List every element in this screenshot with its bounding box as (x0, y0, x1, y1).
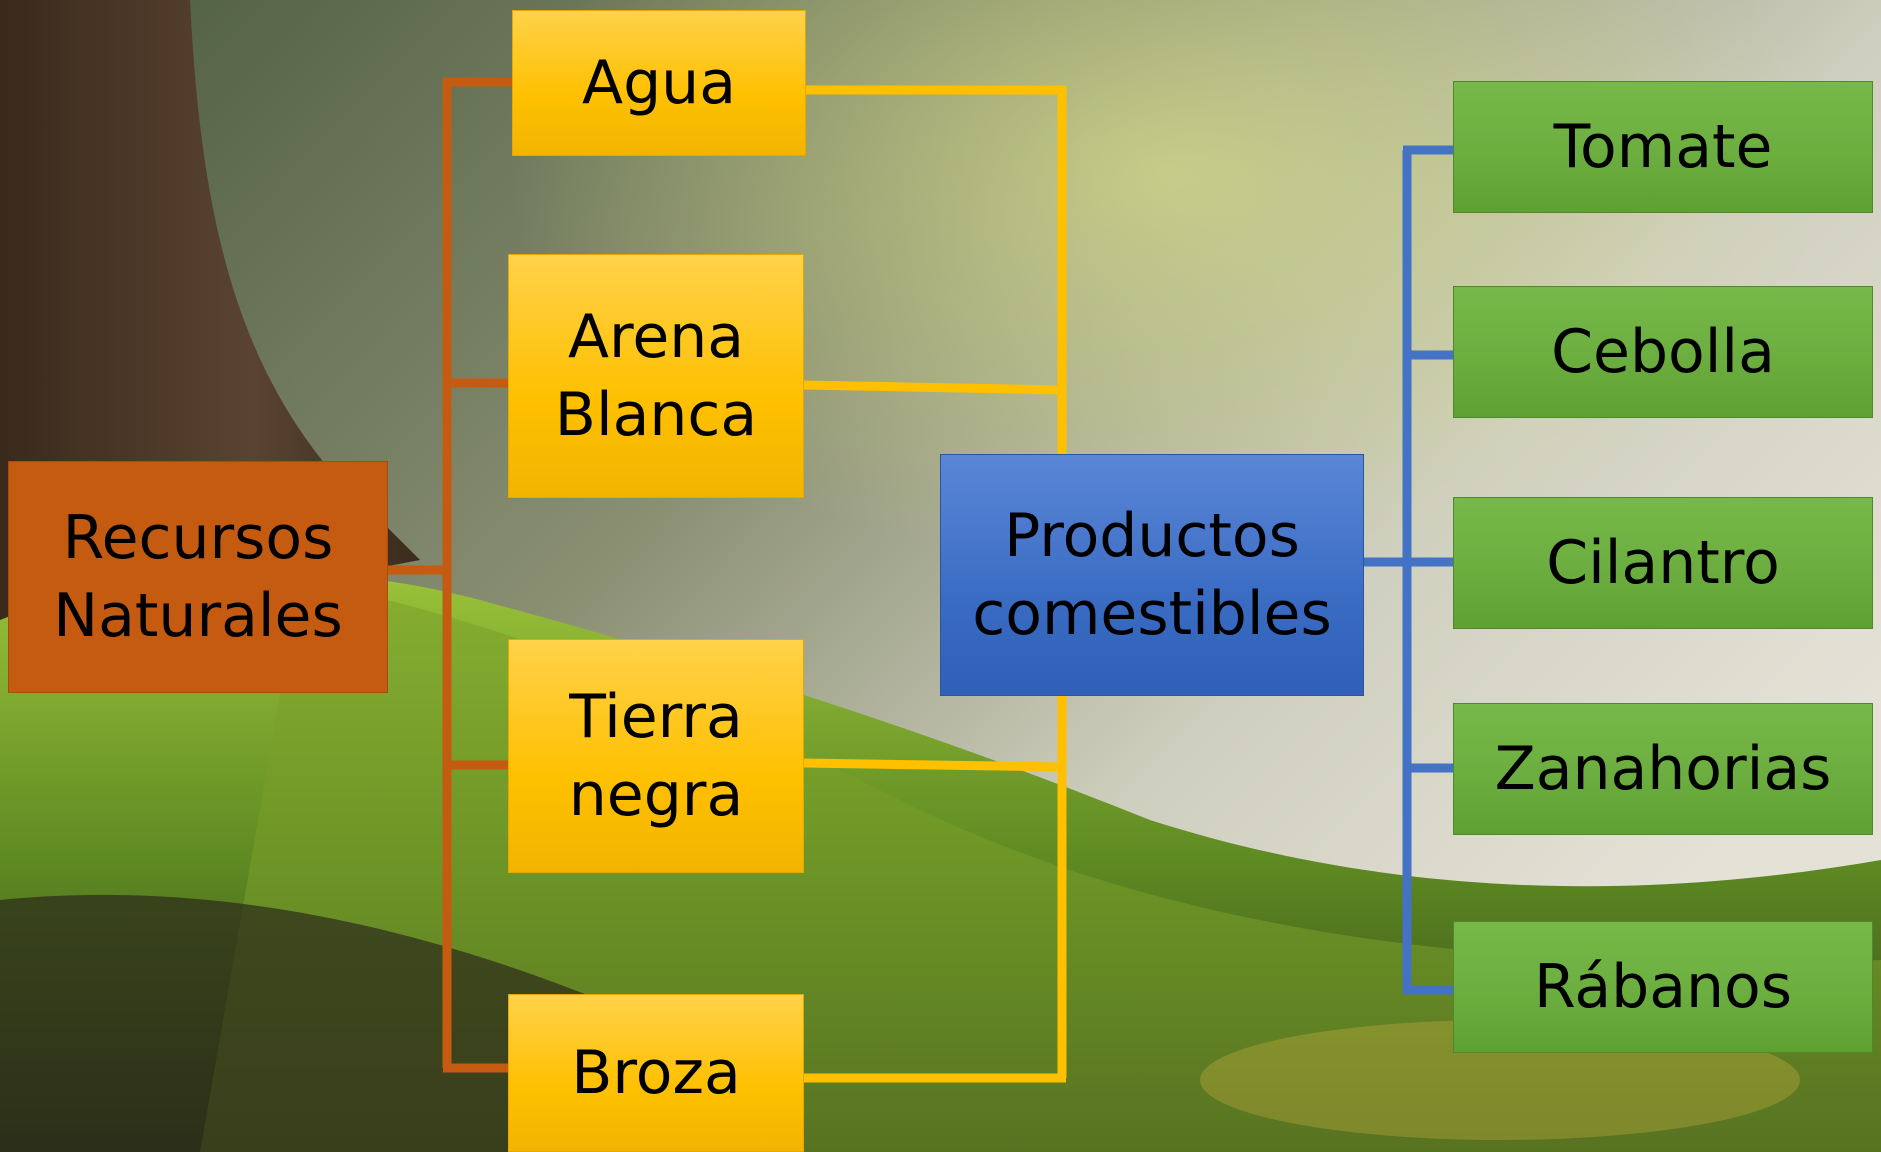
resource-node-label: Agua (582, 48, 736, 118)
resource-node-label: Broza (571, 1038, 741, 1108)
resource-node-label: Tierra negra (568, 682, 744, 830)
products-node-productos-comestibles: Productos comestibles (940, 454, 1364, 696)
item-node-rabanos: Rábanos (1453, 921, 1873, 1053)
item-node-label: Zanahorias (1494, 734, 1832, 804)
item-node-cebolla: Cebolla (1453, 286, 1873, 418)
root-connector (388, 77, 512, 1073)
item-node-label: Cebolla (1551, 317, 1775, 387)
item-node-tomate: Tomate (1453, 81, 1873, 213)
resource-connector (803, 85, 1067, 1083)
item-node-zanahorias: Zanahorias (1453, 703, 1873, 835)
item-node-label: Cilantro (1546, 528, 1780, 598)
resource-node-tierra-negra: Tierra negra (508, 639, 804, 873)
product-connector (1364, 145, 1453, 995)
resource-node-agua: Agua (512, 10, 806, 156)
root-node-recursos-naturales: Recursos Naturales (8, 461, 388, 693)
item-node-label: Tomate (1553, 112, 1773, 182)
item-node-cilantro: Cilantro (1453, 497, 1873, 629)
products-node-label: Productos comestibles (972, 501, 1332, 649)
resource-node-label: Arena Blanca (554, 302, 758, 450)
resource-node-arena-blanca: Arena Blanca (508, 254, 804, 498)
resource-node-broza: Broza (508, 994, 804, 1152)
item-node-label: Rábanos (1534, 952, 1792, 1022)
root-node-label: Recursos Naturales (53, 503, 343, 651)
